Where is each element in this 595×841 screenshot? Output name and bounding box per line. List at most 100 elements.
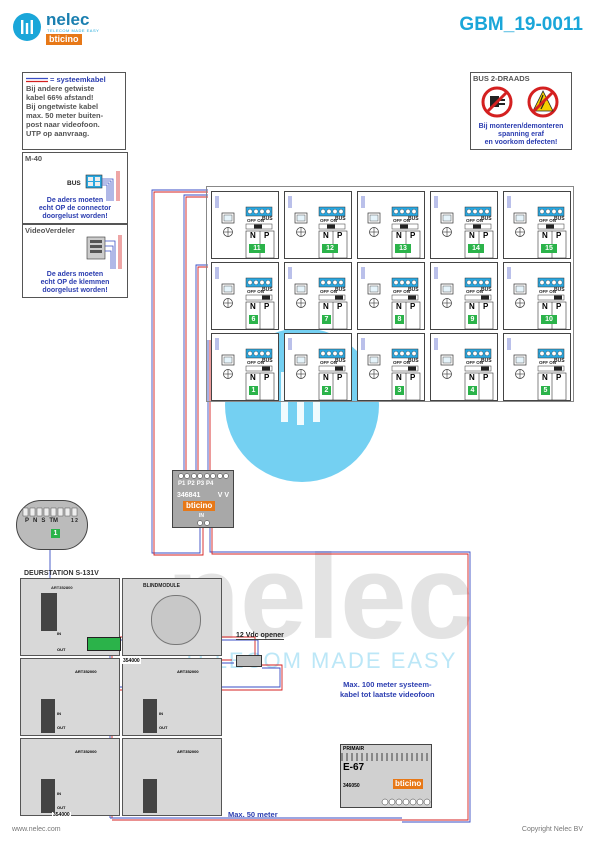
zoom-value: 1 bbox=[51, 529, 60, 538]
p-label: P bbox=[264, 302, 270, 311]
offon-label: OFF ON bbox=[466, 360, 483, 365]
power-supply: PRIMAIR E-67 346050 bticino bbox=[340, 744, 432, 808]
videophone-icon bbox=[434, 196, 494, 258]
videophone-icon bbox=[361, 267, 421, 329]
note-line: kabel 66% afstand! bbox=[26, 93, 94, 102]
module-in: IN bbox=[57, 791, 61, 796]
distributor-terminals bbox=[178, 473, 229, 526]
m40-msg: De aders moeten echt OP de connector doo… bbox=[23, 197, 127, 221]
videophone-icon bbox=[288, 338, 348, 400]
cable-note-50: Max. 50 meter bbox=[228, 810, 278, 819]
brand-name: nelec bbox=[46, 10, 90, 29]
note-line: Bij monteren/demonteren bbox=[478, 123, 564, 130]
n-label: N bbox=[396, 231, 402, 240]
n-label: N bbox=[323, 373, 329, 382]
watermark-tagline: TELECOM MADE EASY bbox=[183, 648, 458, 673]
bus-label: BUS bbox=[262, 216, 273, 222]
note-bus2: BUS 2-DRAADS Bij monteren/demonteren spa… bbox=[470, 72, 572, 150]
bus-label: BUS bbox=[481, 216, 492, 222]
distributor-code: 346841 bbox=[177, 492, 201, 499]
doorstation-code-a: 354000 bbox=[122, 658, 141, 664]
bus2-title: BUS 2-DRAADS bbox=[473, 74, 530, 83]
no-plug-icon bbox=[481, 86, 513, 118]
partner-logo: bticino bbox=[46, 34, 82, 45]
opener-body bbox=[236, 655, 262, 667]
bus-label: BUS bbox=[554, 287, 565, 293]
module-art: ART352000 bbox=[75, 669, 97, 674]
offon-label: OFF ON bbox=[539, 218, 556, 223]
module: ART352000 IN OUT bbox=[20, 738, 120, 816]
note-line: doorgelust worden! bbox=[42, 213, 108, 220]
blind-module: BLINDMODULE bbox=[122, 578, 222, 656]
offon-label: OFF ON bbox=[247, 360, 264, 365]
note-m40: M-40 BUS De aders moeten echt OP de conn… bbox=[22, 152, 128, 224]
bus-label: BUS bbox=[262, 287, 273, 293]
terminal-p3: P3 bbox=[196, 481, 205, 487]
p-label: P bbox=[556, 373, 562, 382]
m40-title: M-40 bbox=[25, 154, 43, 163]
videophone-icon bbox=[507, 338, 567, 400]
note-line: Bij ongetwiste kabel bbox=[26, 102, 99, 111]
n-label: N bbox=[396, 373, 402, 382]
n-label: N bbox=[469, 231, 475, 240]
module-main: ART352800 IN OUT bbox=[20, 578, 121, 656]
systeemkabel-legend: = systeemkabel bbox=[50, 75, 106, 84]
note-line: spanning eraf bbox=[498, 131, 544, 138]
p-label: P bbox=[337, 302, 343, 311]
psu-primair: PRIMAIR bbox=[343, 746, 365, 752]
distributor-vv: V V bbox=[217, 492, 229, 499]
note-line: max. 50 meter buiten- bbox=[26, 111, 104, 120]
offon-label: OFF ON bbox=[247, 289, 264, 294]
zoom-label-n: N bbox=[33, 518, 38, 524]
module-panel bbox=[41, 699, 55, 733]
terminal-block-icon bbox=[86, 235, 122, 269]
cable-note-100: Max. 100 meter systeem- kabel tot laatst… bbox=[340, 680, 435, 700]
footer-left: www.nelec.com bbox=[12, 826, 61, 833]
p-label: P bbox=[483, 373, 489, 382]
p-label: P bbox=[483, 231, 489, 240]
offon-label: OFF ON bbox=[320, 289, 337, 294]
unit-number: 7 bbox=[322, 315, 331, 324]
unit-number: 2 bbox=[322, 386, 331, 395]
brand-tagline: TELECOM MADE EASY bbox=[47, 28, 100, 33]
bus-label: BUS bbox=[408, 287, 419, 293]
unit-number: 8 bbox=[395, 315, 404, 324]
unit-number: 13 bbox=[395, 244, 411, 253]
p-label: P bbox=[337, 231, 343, 240]
module-panel bbox=[143, 699, 157, 733]
logo: nelec TELECOM MADE EASY bticino bbox=[12, 10, 122, 50]
door-opener: 12 Vdc opener bbox=[236, 632, 284, 667]
offon-label: OFF ON bbox=[247, 218, 264, 223]
videophone-icon bbox=[434, 338, 494, 400]
bus-label: BUS bbox=[481, 287, 492, 293]
module-main-art: ART352800 bbox=[51, 585, 73, 590]
note-line: De aders moeten bbox=[46, 271, 104, 278]
distributor-brand: bticino bbox=[183, 501, 216, 511]
n-label: N bbox=[542, 373, 548, 382]
psu-terminals bbox=[381, 798, 431, 806]
unit-number: 10 bbox=[541, 315, 557, 324]
unit-number: 12 bbox=[322, 244, 338, 253]
n-label: N bbox=[250, 231, 256, 240]
unit-number: 15 bbox=[541, 244, 557, 253]
bus-label: BUS bbox=[335, 216, 346, 222]
psu-brand: bticino bbox=[393, 779, 424, 789]
systeemkabel-legend-icon bbox=[26, 77, 48, 82]
bus-label: BUS bbox=[262, 358, 273, 364]
bus-label: BUS bbox=[554, 358, 565, 364]
blind-module-label: BLINDMODULE bbox=[143, 583, 180, 589]
videophone-icon bbox=[361, 338, 421, 400]
unit-number: 3 bbox=[395, 386, 404, 395]
videoverdeler-title: VideoVerdeler bbox=[25, 226, 75, 235]
note-line: echt OP de connector bbox=[38, 205, 112, 212]
videophone-icon bbox=[215, 338, 275, 400]
module: ART352000 bbox=[122, 738, 222, 816]
p-label: P bbox=[264, 373, 270, 382]
note-line: UTP op aanvraag. bbox=[26, 129, 90, 138]
unit-number: 11 bbox=[249, 244, 265, 253]
n-label: N bbox=[323, 302, 329, 311]
offon-label: OFF ON bbox=[320, 218, 337, 223]
